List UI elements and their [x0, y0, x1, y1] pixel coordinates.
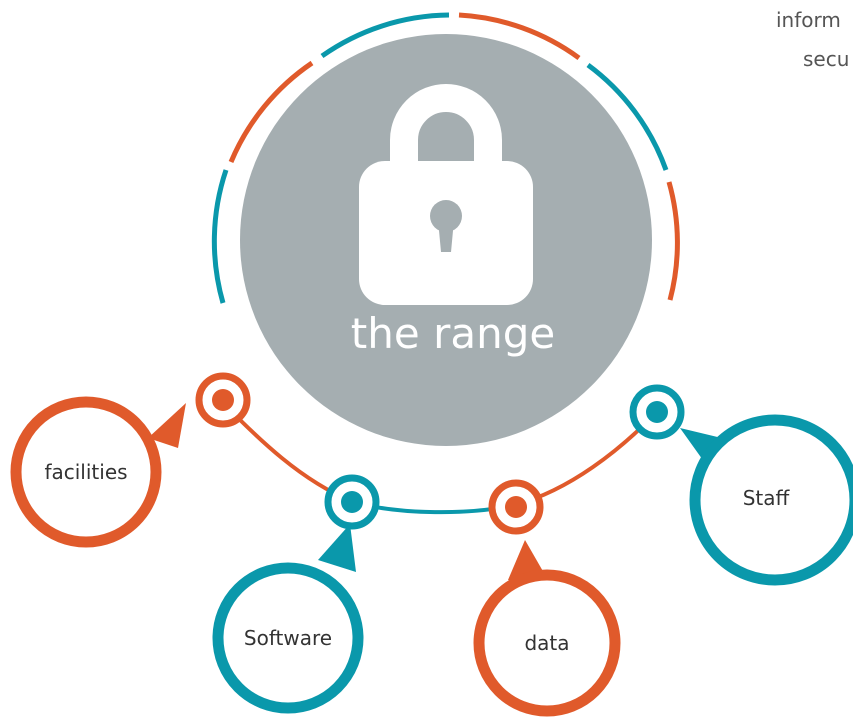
node-label: data: [524, 631, 569, 655]
bubble-pointer: [318, 524, 356, 572]
node-bubble: [689, 414, 853, 586]
node-software: Software: [212, 474, 380, 714]
node-label: Software: [244, 626, 332, 650]
node-data: data: [473, 479, 621, 717]
node-label: facilities: [44, 460, 127, 484]
node-staff: Staff: [629, 384, 853, 586]
bubble-pointer: [148, 403, 186, 448]
outer-ring-segment: [586, 62, 669, 171]
node-marker-dot: [212, 389, 234, 411]
outer-ring-segment: [211, 169, 229, 304]
node-bubble: [10, 396, 162, 548]
outer-ring-segment: [320, 12, 450, 59]
node-bubble: [473, 569, 621, 717]
node-bubble: [212, 562, 364, 714]
outer-ring-segment: [228, 60, 314, 163]
corner-text-line2: secu: [803, 47, 849, 71]
outer-ring: [211, 12, 680, 304]
node-label: Staff: [743, 486, 791, 510]
node-marker-dot: [646, 401, 668, 423]
node-marker-dot: [341, 491, 363, 513]
outer-ring-segment: [458, 12, 581, 61]
node-facilities: facilities: [10, 372, 251, 548]
node-marker-dot: [505, 496, 527, 518]
padlock-icon: [359, 84, 533, 305]
bubble-pointer: [508, 540, 548, 580]
outer-ring-segment: [666, 181, 680, 301]
corner-text-line1: inform: [776, 8, 841, 32]
center-title: the range: [351, 309, 555, 358]
